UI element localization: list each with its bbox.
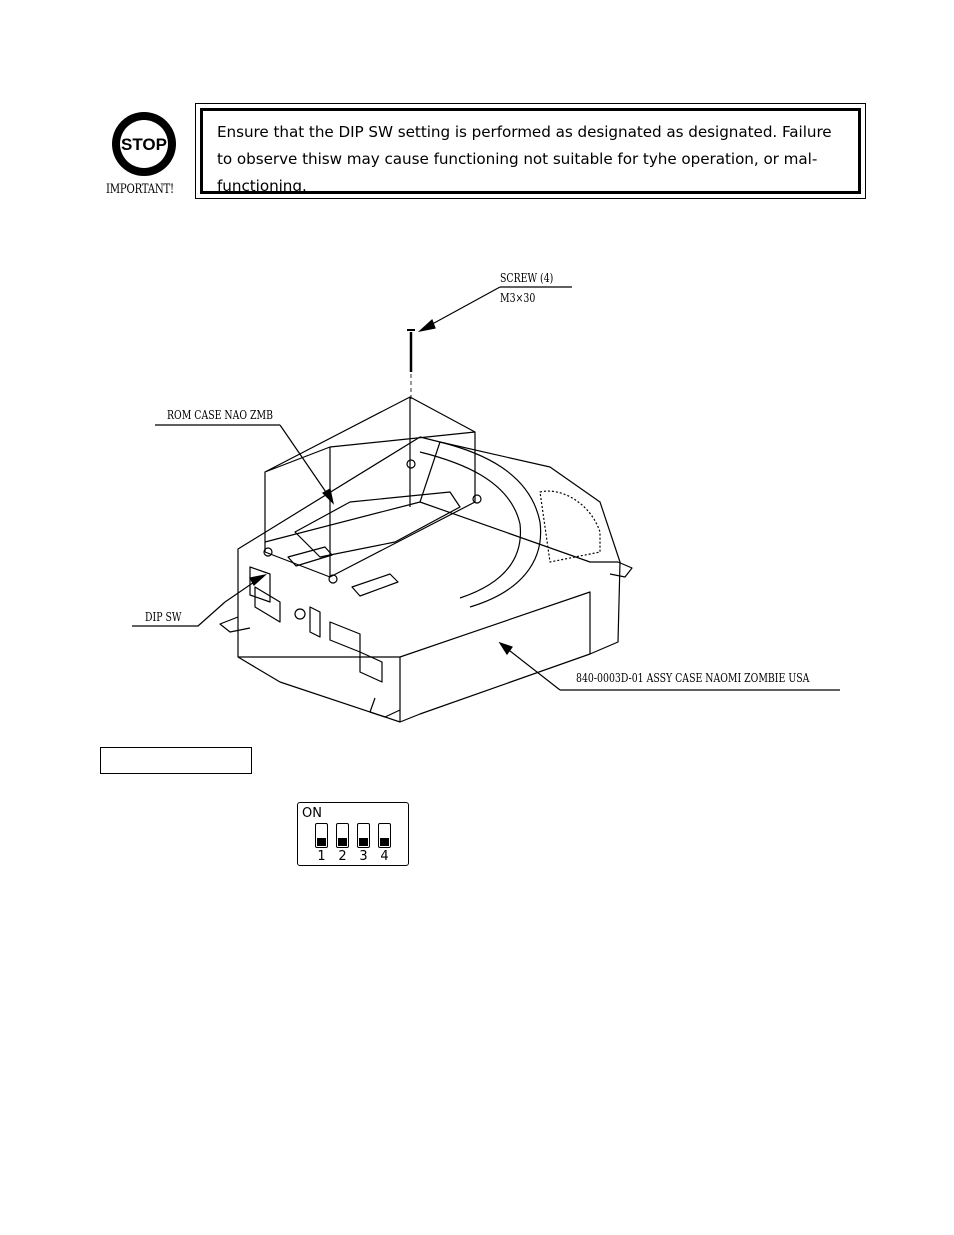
warning-box: Ensure that the DIP SW setting is perfor… bbox=[195, 103, 866, 199]
dip-switch-1 bbox=[315, 823, 328, 848]
warning-text: Ensure that the DIP SW setting is perfor… bbox=[217, 123, 832, 195]
callout-assy-case: 840-0003D-01 ASSY CASE NAOMI ZOMBIE USA bbox=[576, 671, 810, 685]
cover-curve bbox=[439, 441, 542, 608]
callout-rom-case: ROM CASE NAO ZMB bbox=[167, 408, 273, 422]
leader-dip bbox=[132, 601, 226, 627]
case-label bbox=[351, 573, 399, 597]
dip-number-1: 1 bbox=[317, 849, 326, 864]
warning-inner-frame: Ensure that the DIP SW setting is perfor… bbox=[200, 108, 861, 195]
dip-number-3: 3 bbox=[359, 849, 368, 864]
front-tab-bottom bbox=[369, 697, 401, 718]
front-connectors bbox=[254, 586, 383, 683]
empty-label-box bbox=[100, 747, 252, 774]
stop-sign-icon: STOP bbox=[106, 108, 182, 204]
dip-switch-2 bbox=[336, 823, 349, 848]
front-panel bbox=[249, 566, 271, 603]
front-tab-left bbox=[219, 616, 251, 633]
case-outline bbox=[237, 436, 621, 723]
dip-switch-4 bbox=[378, 823, 391, 848]
case-top bbox=[264, 441, 618, 563]
important-label: IMPORTANT! bbox=[106, 182, 174, 197]
assembly-drawing-svg bbox=[132, 286, 840, 723]
rom-case-inner bbox=[294, 491, 461, 558]
assembly-drawing: SCREW (4) M3×30 ROM CASE NAO ZMB DIP SW … bbox=[120, 262, 860, 732]
vent-area bbox=[539, 490, 601, 563]
dip-number-2: 2 bbox=[338, 849, 347, 864]
stop-text: STOP bbox=[121, 135, 167, 154]
side-tab-right bbox=[609, 561, 633, 578]
dip-number-4: 4 bbox=[380, 849, 389, 864]
callout-dip-sw: DIP SW bbox=[145, 610, 182, 624]
dip-on-label: ON bbox=[302, 806, 322, 821]
rom-label bbox=[287, 546, 333, 567]
case-bottom-edge bbox=[399, 591, 591, 722]
callout-screw-size: M3×30 bbox=[500, 291, 536, 305]
cover-curve-inner bbox=[419, 451, 522, 599]
callout-screw: SCREW (4) bbox=[500, 271, 554, 285]
dip-switch-3 bbox=[357, 823, 370, 848]
rom-case-box bbox=[264, 396, 476, 577]
dip-switch-diagram: ON 1 2 3 4 bbox=[297, 802, 409, 866]
